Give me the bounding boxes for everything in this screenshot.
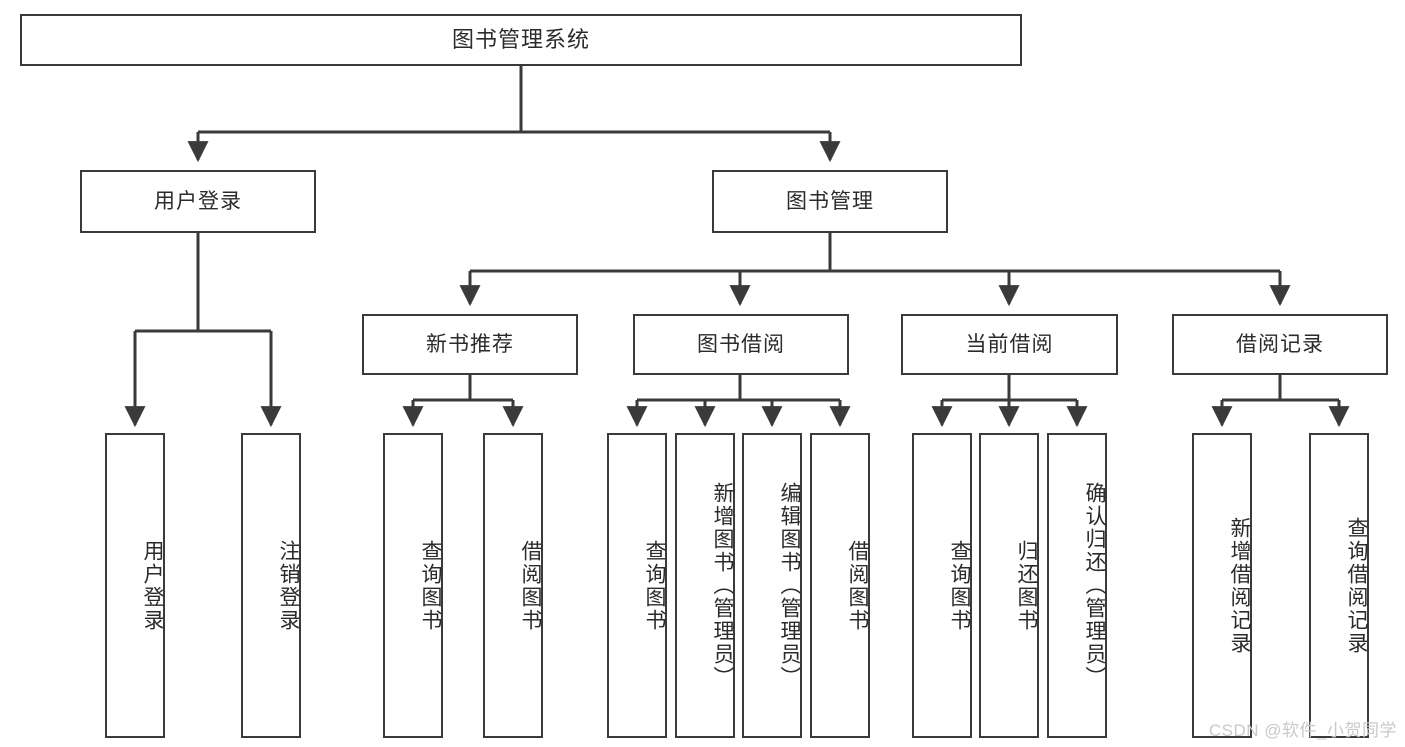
leaf-query-book-2[interactable]: 查询图书	[607, 433, 667, 738]
leaf-borrow-book-2-label: 借阅图书	[846, 539, 869, 632]
leaf-query-book-1[interactable]: 查询图书	[383, 433, 443, 738]
node-root-system[interactable]: 图书管理系统	[20, 14, 1022, 66]
node-book-borrow-label: 图书借阅	[697, 332, 785, 356]
leaf-edit-book[interactable]: 编辑图书（管理员）	[742, 433, 802, 738]
leaf-return-book-label: 归还图书	[1015, 539, 1038, 632]
leaf-edit-book-label: 编辑图书（管理员）	[778, 482, 801, 689]
node-current-borrow-label: 当前借阅	[965, 332, 1054, 356]
leaf-borrow-book-1-label: 借阅图书	[519, 539, 542, 632]
leaf-confirm-return[interactable]: 确认归还（管理员）	[1047, 433, 1107, 738]
leaf-logout[interactable]: 注销登录	[241, 433, 301, 738]
node-borrow-record[interactable]: 借阅记录	[1172, 314, 1388, 375]
watermark: CSDN @软件_小贺同学	[1208, 721, 1397, 740]
leaf-query-book-2-label: 查询图书	[643, 539, 666, 632]
leaf-user-login[interactable]: 用户登录	[105, 433, 165, 738]
leaf-query-book-3[interactable]: 查询图书	[912, 433, 972, 738]
leaf-add-record-label: 新增借阅记录	[1228, 516, 1251, 655]
node-new-book-recommend-label: 新书推荐	[426, 332, 514, 356]
node-root-system-label: 图书管理系统	[451, 26, 590, 52]
leaf-return-book[interactable]: 归还图书	[979, 433, 1039, 738]
leaf-query-book-1-label: 查询图书	[419, 539, 442, 632]
leaf-add-book-label: 新增图书（管理员）	[711, 482, 734, 689]
node-book-management[interactable]: 图书管理	[712, 170, 948, 233]
leaf-borrow-book-2[interactable]: 借阅图书	[810, 433, 870, 738]
node-book-borrow[interactable]: 图书借阅	[633, 314, 849, 375]
leaf-query-book-3-label: 查询图书	[948, 539, 971, 632]
leaf-confirm-return-label: 确认归还（管理员）	[1083, 482, 1106, 689]
node-new-book-recommend[interactable]: 新书推荐	[362, 314, 578, 375]
node-user-login[interactable]: 用户登录	[80, 170, 316, 233]
leaf-query-record[interactable]: 查询借阅记录	[1309, 433, 1369, 738]
leaf-user-login-label: 用户登录	[141, 539, 164, 632]
node-current-borrow[interactable]: 当前借阅	[901, 314, 1118, 375]
node-user-login-label: 用户登录	[154, 189, 242, 213]
node-borrow-record-label: 借阅记录	[1236, 332, 1324, 356]
leaf-borrow-book-1[interactable]: 借阅图书	[483, 433, 543, 738]
leaf-add-book[interactable]: 新增图书（管理员）	[675, 433, 735, 738]
leaf-query-record-label: 查询借阅记录	[1345, 516, 1368, 655]
node-book-management-label: 图书管理	[786, 189, 874, 213]
leaf-add-record[interactable]: 新增借阅记录	[1192, 433, 1252, 738]
leaf-logout-label: 注销登录	[277, 539, 300, 632]
